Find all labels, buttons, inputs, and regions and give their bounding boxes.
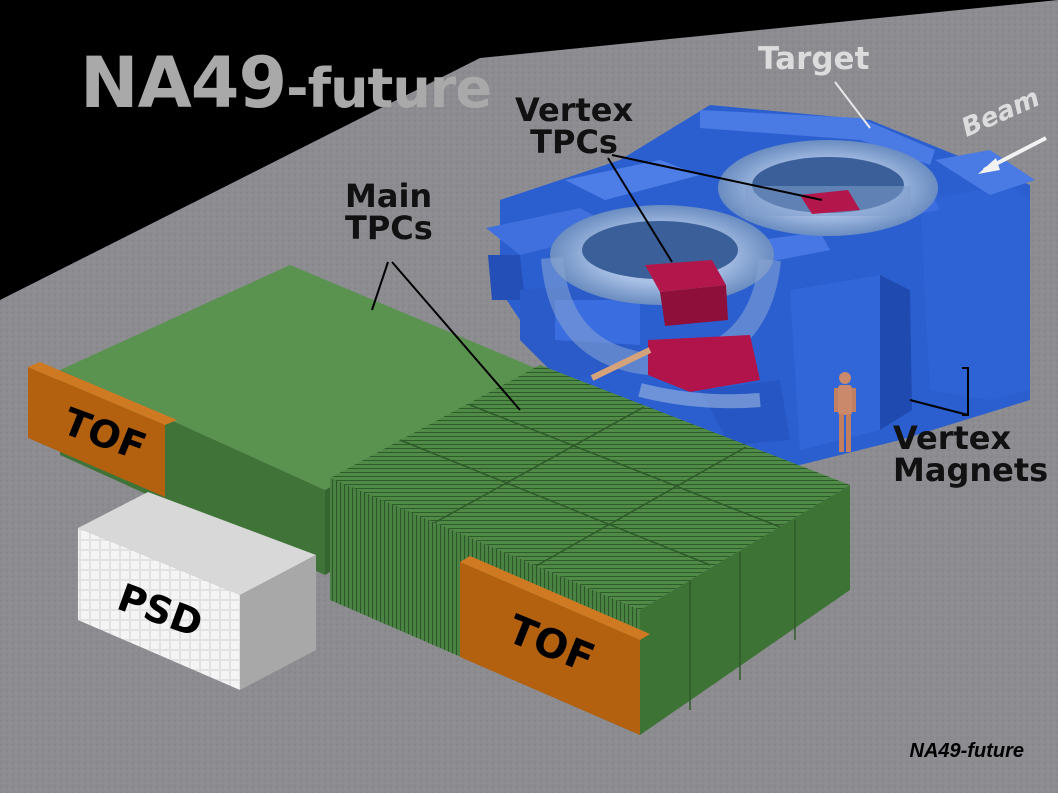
label-vertex-tpcs-line1: Vertex [515,91,634,129]
leader-lines [371,154,969,416]
tof-left-wall: TOF [28,362,177,497]
label-main-tpcs-line2: TPCs [345,209,433,247]
beam-pipe [590,347,652,381]
label-vertex-tpcs-line2: TPCs [530,123,618,161]
human-figure [834,372,856,452]
label-vertex-magnets-line2: Magnets [893,451,1049,489]
target-leader [834,81,871,129]
tof-front-wall: TOF [460,556,650,735]
caption: NA49-future [909,740,1024,762]
label-vertex-magnets: Vertex Magnets [893,422,1048,486]
label-main-tpcs: Main TPCs [345,180,433,244]
beam-arrow [978,136,1047,174]
label-main-tpcs-line1: Main [345,177,433,215]
title-suffix: -future [286,57,492,120]
psd-block: PSD [78,492,316,690]
label-target: Target [758,41,870,77]
title-main: NA49 [80,42,287,124]
label-vertex-magnets-line1: Vertex [893,419,1012,457]
label-vertex-tpcs: Vertex TPCs [515,94,633,158]
vertex-tpcs [645,190,860,392]
page-title: NA49-future [80,42,492,124]
